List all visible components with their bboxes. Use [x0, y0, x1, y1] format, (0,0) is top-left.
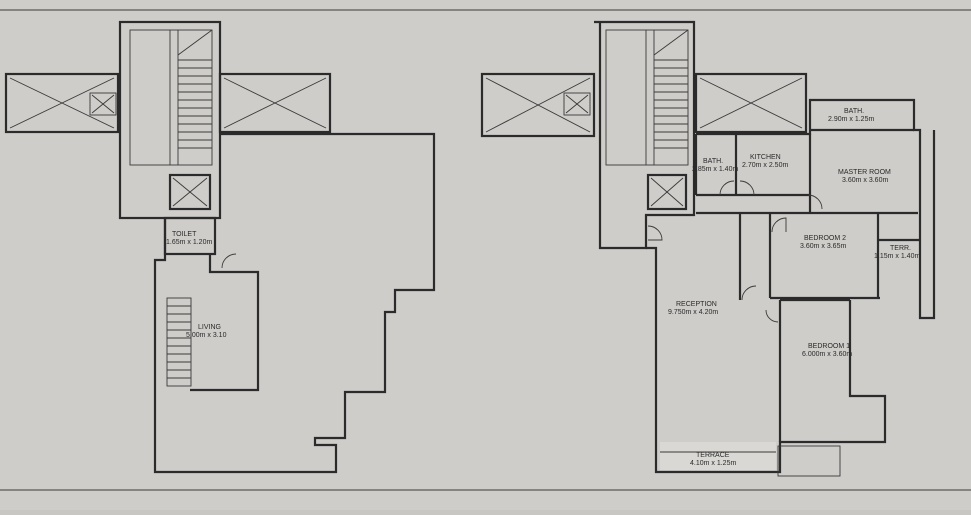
- bedroom-2-size: 3.60m x 3.65m: [800, 243, 846, 250]
- bath-top-size: 2.90m x 1.25m: [828, 116, 874, 123]
- right-stair-core: [594, 20, 696, 250]
- terrace-label: TERRACE: [696, 452, 730, 459]
- left-west-void: [4, 72, 120, 134]
- right-floor-plan: BATH. 2.90m x 1.25m BATH. 2.85m x 1.40m …: [480, 20, 936, 477]
- living-walls: [190, 254, 260, 392]
- bath-small-size: 2.85m x 1.40m: [692, 166, 738, 173]
- kitchen-size: 2.70m x 2.50m: [742, 162, 788, 169]
- right-interior-walls: [694, 128, 920, 442]
- toilet-label: TOILET: [172, 231, 197, 238]
- terrace-size: 4.10m x 1.25m: [690, 460, 736, 467]
- right-north-void: [694, 72, 808, 134]
- master-room-label: MASTER ROOM: [838, 169, 891, 176]
- right-west-void: [480, 72, 596, 138]
- bedroom-1-label: BEDROOM 1: [808, 343, 850, 350]
- kitchen-label: KITCHEN: [750, 154, 781, 161]
- terr-size: 1.15m x 1.40m: [874, 253, 920, 260]
- left-exterior-wall: [153, 132, 436, 474]
- reception-label: RECEPTION: [676, 301, 717, 308]
- living-stair: [166, 297, 192, 387]
- living-door-swing: [221, 253, 237, 269]
- terr-label: TERR.: [890, 245, 911, 252]
- toilet-size: 1.65m x 1.20m: [166, 239, 212, 246]
- left-floor-plan: TOILET 1.65m x 1.20m LIVING 5.00m x 3.10: [4, 20, 436, 474]
- toilet-walls: [163, 216, 217, 256]
- bedroom-2-label: BEDROOM 2: [804, 235, 846, 242]
- living-label: LIVING: [198, 324, 221, 331]
- reception-size: 9.750m x 4.20m: [668, 309, 718, 316]
- bath-small-label: BATH.: [703, 158, 723, 165]
- terrace-area: [660, 442, 841, 477]
- right-door-swings: [647, 180, 823, 323]
- bedroom-1-size: 6.000m x 3.60m: [802, 351, 852, 358]
- master-room-size: 3.60m x 3.60m: [842, 177, 888, 184]
- bath-top-label: BATH.: [844, 108, 864, 115]
- living-size: 5.00m x 3.10: [186, 332, 227, 339]
